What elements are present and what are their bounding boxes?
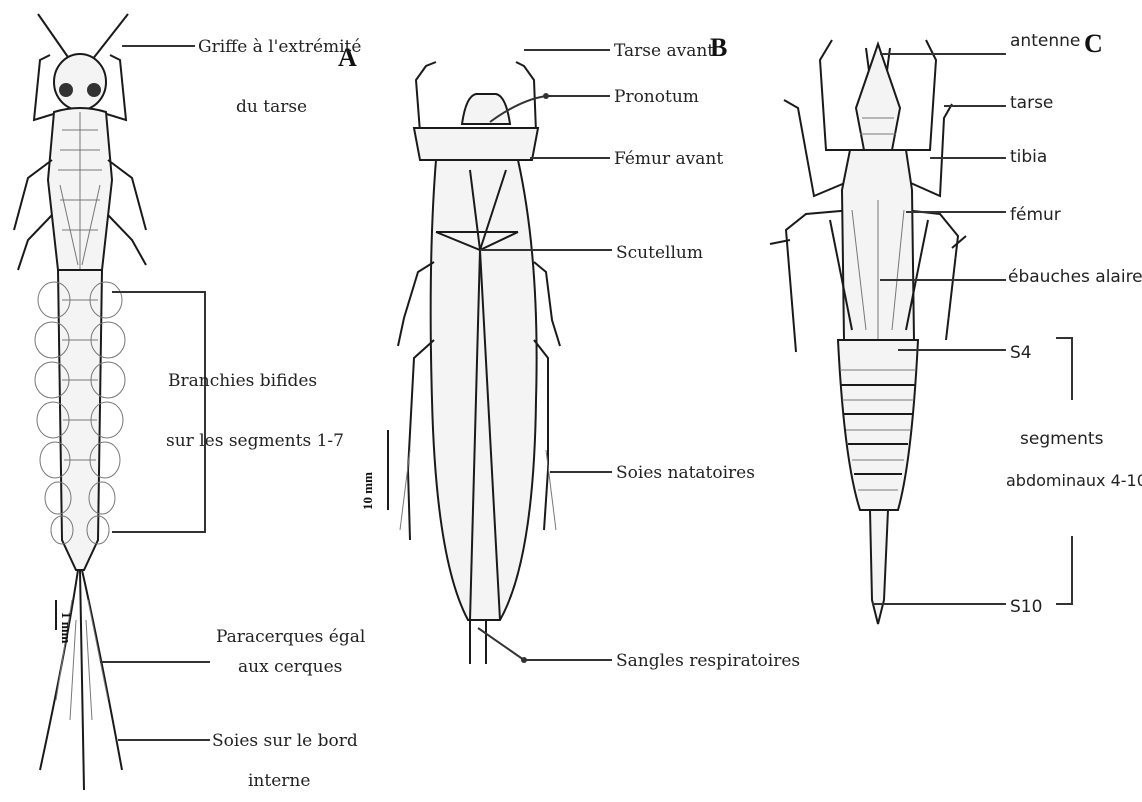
- label-antenna: antenne: [1010, 31, 1080, 51]
- panel-a-scale: 1 mm: [59, 612, 74, 644]
- panel-a-leaders: [100, 46, 210, 740]
- label-claw-line2: du tarse: [236, 97, 307, 117]
- label-segments-line1: segments: [1020, 429, 1104, 449]
- panel-b-scale: 10 mm: [360, 472, 375, 510]
- label-tibia: tibia: [1010, 147, 1047, 167]
- label-front-femur: Fémur avant: [614, 149, 723, 169]
- label-segments-line2: abdominaux 4-10: [1006, 471, 1142, 490]
- label-s4: S4: [1010, 343, 1032, 363]
- panel-c-letter: C: [1084, 29, 1103, 58]
- label-front-tarsus: Tarse avant: [614, 41, 714, 61]
- label-setae-line2: interne: [248, 771, 310, 791]
- label-tarsus: tarse: [1010, 93, 1053, 113]
- label-swim-setae: Soies natatoires: [616, 463, 755, 483]
- label-setae-line1: Soies sur le bord: [212, 731, 358, 751]
- panel-a-illustration: [14, 14, 146, 790]
- label-scutellum: Scutellum: [616, 243, 703, 263]
- label-gills-line2: sur les segments 1-7: [166, 431, 344, 451]
- panel-b-illustration: [388, 62, 560, 664]
- label-femur: fémur: [1010, 205, 1061, 225]
- panel-c-illustration: [770, 40, 966, 624]
- label-wing-pads: ébauches alaires: [1008, 267, 1142, 287]
- label-claw-line1: Griffe à l'extrémité: [198, 37, 361, 57]
- label-gills-line1: Branchies bifides: [168, 371, 317, 391]
- label-paracerci-line2: aux cerques: [238, 657, 342, 677]
- label-s10: S10: [1010, 597, 1042, 617]
- label-resp-straps: Sangles respiratoires: [616, 651, 800, 671]
- label-pronotum: Pronotum: [614, 87, 699, 107]
- label-paracerci-line1: Paracerques égal: [216, 627, 365, 647]
